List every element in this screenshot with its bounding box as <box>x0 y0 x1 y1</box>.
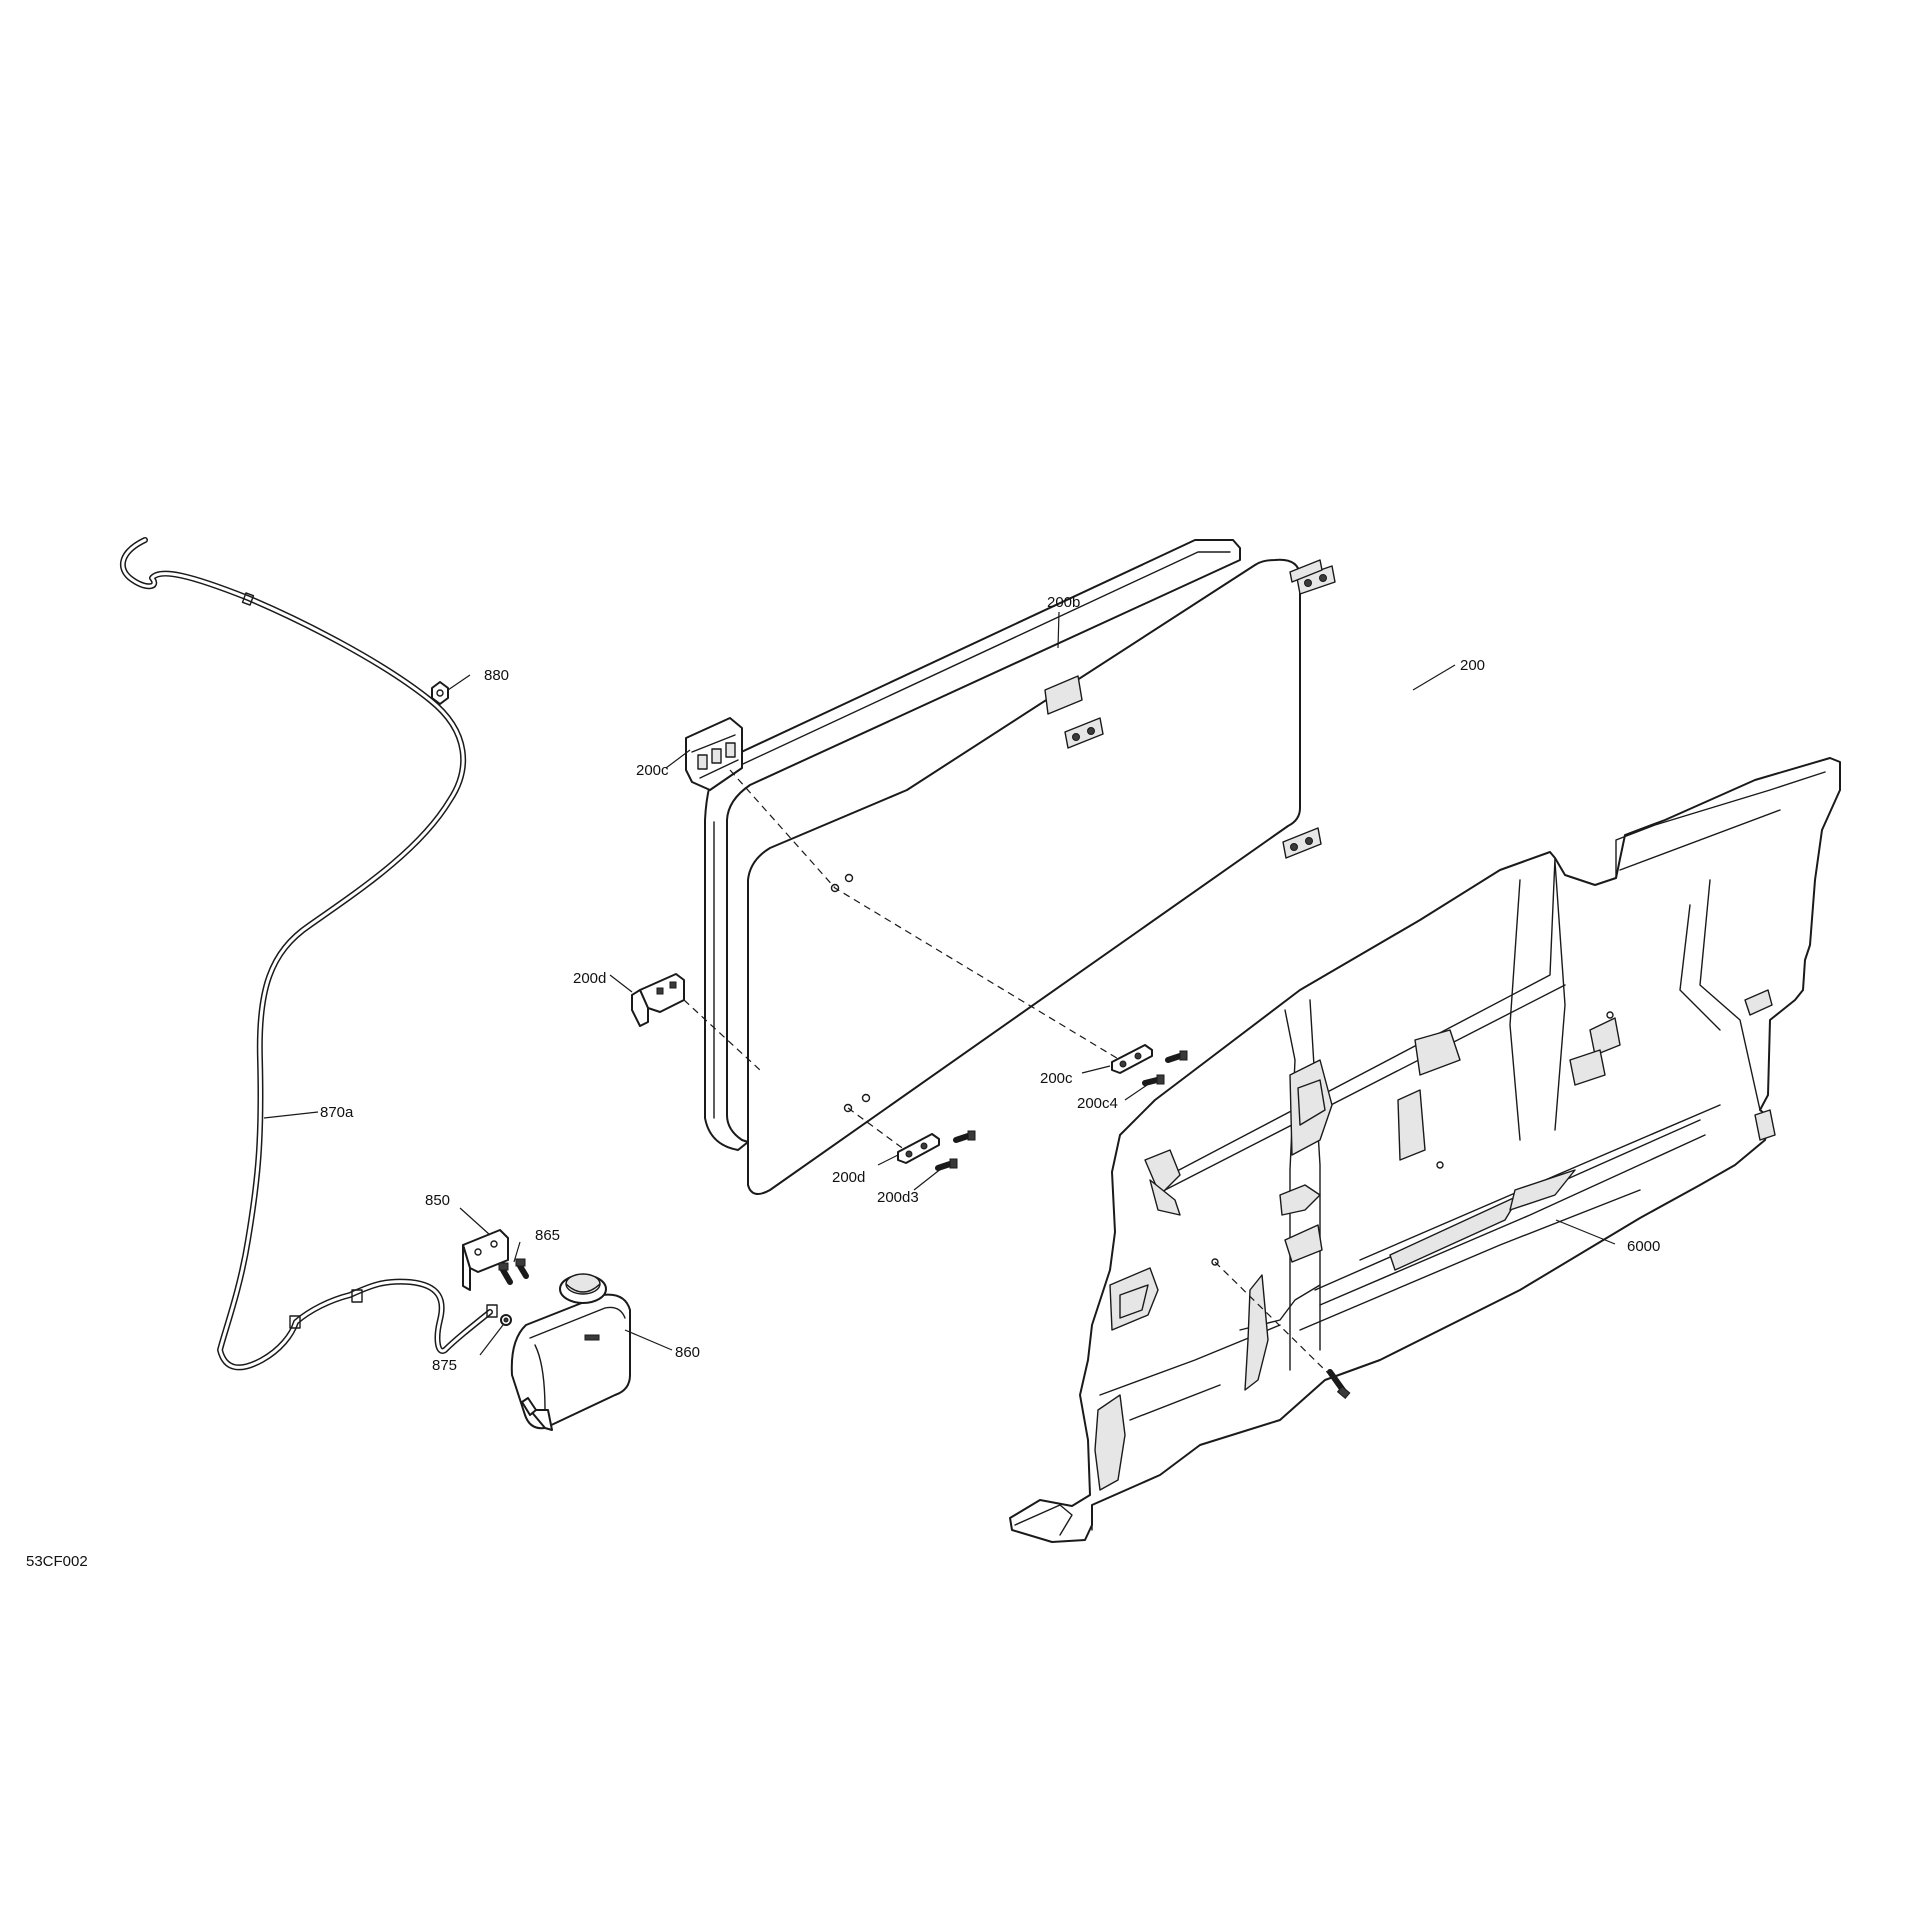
washer-hose-870a <box>119 537 498 1371</box>
screw-200d3-b <box>935 1158 958 1171</box>
seal-frame-200b <box>704 539 1241 1151</box>
callout-200d-left: 200d <box>573 970 606 987</box>
plate-200c-right <box>1111 1044 1153 1074</box>
grommet-875 <box>500 1314 512 1326</box>
callout-860: 860 <box>675 1344 700 1361</box>
screw-6000 <box>1327 1369 1351 1399</box>
bracket-850 <box>462 1229 509 1291</box>
plate-200d-bottom <box>897 1133 940 1164</box>
callout-875: 875 <box>432 1357 457 1374</box>
assembly-line-200d <box>683 999 761 1071</box>
clip-880 <box>431 681 449 705</box>
callout-865: 865 <box>535 1227 560 1244</box>
callout-200d3: 200d3 <box>877 1189 919 1206</box>
screw-200c4-a <box>1165 1050 1188 1063</box>
panel-mount-lower-right <box>1282 827 1322 859</box>
callout-200d-bottom: 200d <box>832 1169 865 1186</box>
callout-200c4: 200c4 <box>1077 1095 1118 1112</box>
panel-200 <box>747 558 1336 1195</box>
screw-200c4-b <box>1142 1074 1165 1086</box>
callout-850: 850 <box>425 1192 450 1209</box>
callout-200b: 200b <box>1047 594 1080 611</box>
screw-200d3-a <box>953 1130 976 1143</box>
callout-6000: 6000 <box>1627 1238 1660 1255</box>
assembly-line-6000 <box>1214 1261 1331 1376</box>
assembly-line-200c <box>729 769 1121 1061</box>
latch-200c-top <box>685 717 743 791</box>
callout-200c-top: 200c <box>636 762 669 779</box>
callout-870a: 870a <box>320 1104 354 1121</box>
leader-lines <box>263 611 1616 1356</box>
rear-panel-6000 <box>1009 757 1841 1543</box>
callout-200c-right: 200c <box>1040 1070 1073 1087</box>
drawing-code: 53CF002 <box>26 1553 88 1570</box>
screw-865 <box>498 1258 529 1285</box>
reservoir-860 <box>510 1273 631 1431</box>
callout-880: 880 <box>484 667 509 684</box>
panel-mount-top-mid <box>1064 717 1104 749</box>
callout-200: 200 <box>1460 657 1485 674</box>
striker-200d-left <box>631 973 685 1027</box>
